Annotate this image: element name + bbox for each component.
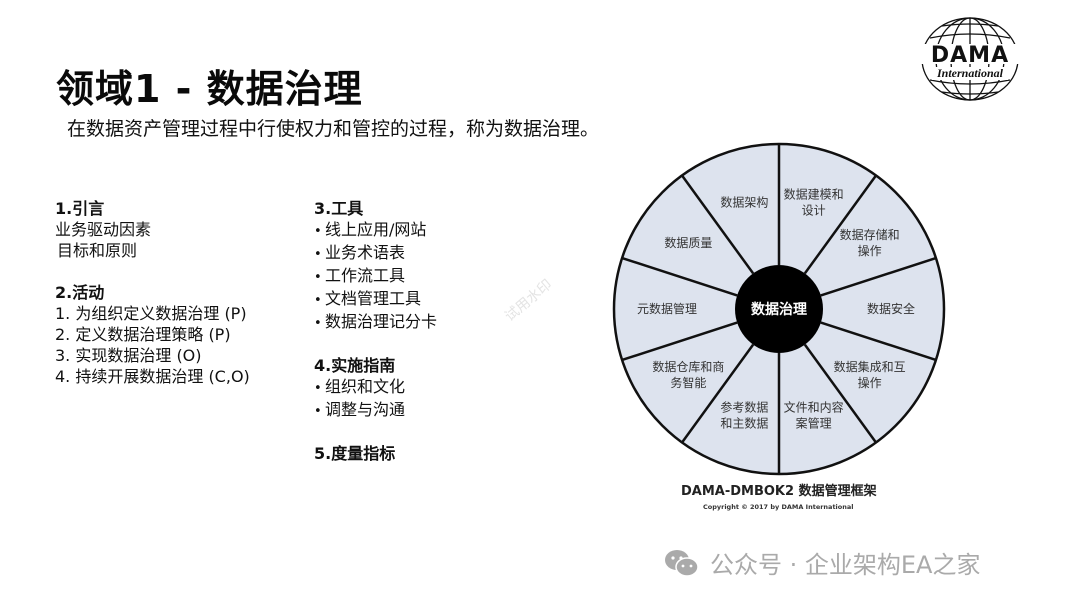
logo-sub-text: International: [936, 66, 1004, 80]
section-heading-metrics: 5.度量指标: [314, 444, 396, 463]
wheel-center-label: 数据治理: [751, 301, 807, 318]
page-title: 领域1 - 数据治理: [56, 67, 363, 111]
activity-item: 1. 为组织定义数据治理 (P): [55, 304, 247, 323]
wheel-segment-label: 数据安全: [867, 301, 915, 316]
tool-item: 文档管理工具: [314, 288, 437, 311]
footer-account: 公众号 · 企业架构EA之家: [662, 545, 980, 580]
activity-item: 4. 持续开展数据治理 (C,O): [55, 367, 250, 386]
dmbok-wheel: 数据建模和设计数据存储和操作数据安全数据集成和互操作文件和内容案管理参考数据和主…: [612, 142, 946, 476]
wheel-segment-label: 数据建模和设计: [784, 186, 844, 217]
wheel-segment-label: 数据架构: [720, 194, 768, 209]
wheel-segment-label: 数据集成和互操作: [834, 359, 906, 390]
activity-item: 2. 定义数据治理策略 (P): [55, 325, 231, 344]
intro-item: 目标和原则: [57, 241, 138, 260]
tool-item: 线上应用/网站: [314, 219, 437, 242]
watermark: 试用水印: [502, 276, 556, 325]
wheel-spoke: [803, 343, 877, 444]
intro-item: 业务驱动因素: [55, 220, 152, 239]
wheel-spoke: [820, 321, 937, 362]
wheel-segment-label: 数据存储和操作: [840, 227, 900, 258]
section-heading-guidance: 4.实施指南: [314, 356, 396, 375]
wechat-icon: [665, 549, 699, 577]
wheel-spoke: [621, 321, 738, 362]
dama-logo: DAMA International: [914, 17, 1026, 101]
wheel-segment-label: 文件和内容案管理: [784, 400, 844, 431]
page-subtitle: 在数据资产管理过程中行使权力和管控的过程，称为数据治理。: [67, 118, 600, 140]
section-heading-activities: 2.活动: [55, 283, 105, 302]
footer-text: 公众号 · 企业架构EA之家: [710, 551, 981, 579]
wheel-spoke: [820, 256, 937, 297]
section-heading-intro: 1.引言: [55, 199, 105, 218]
wheel-segment-label: 参考数据和主数据: [720, 400, 768, 431]
left-column: 1.引言 业务驱动因素 目标和原则 2.活动 1. 为组织定义数据治理 (P) …: [55, 198, 250, 387]
tool-item: 工作流工具: [314, 265, 437, 288]
wheel-segment-label: 数据仓库和商务智能: [652, 359, 724, 390]
wheel-segment-label: 元数据管理: [637, 301, 697, 316]
wheel-spoke: [681, 343, 755, 444]
tool-item: 数据治理记分卡: [314, 311, 437, 334]
logo-main-text: DAMA: [931, 43, 1009, 68]
wheel-hub: [735, 265, 823, 353]
wheel-segment-label: 数据质量: [664, 235, 712, 250]
middle-column: 3.工具 线上应用/网站 业务术语表 工作流工具 文档管理工具 数据治理记分卡 …: [314, 198, 437, 464]
wheel-copyright: Copyright © 2017 by DAMA International: [703, 503, 854, 511]
wheel-spoke: [803, 174, 877, 275]
wheel-caption: DAMA-DMBOK2 数据管理框架: [681, 484, 877, 499]
wheel-spoke: [621, 256, 738, 297]
tool-item: 业务术语表: [314, 242, 437, 265]
wheel-spoke: [681, 174, 755, 275]
guidance-item: 调整与沟通: [314, 399, 437, 422]
guidance-item: 组织和文化: [314, 376, 437, 399]
activity-item: 3. 实现数据治理 (O): [55, 346, 202, 365]
section-heading-tools: 3.工具: [314, 199, 364, 218]
